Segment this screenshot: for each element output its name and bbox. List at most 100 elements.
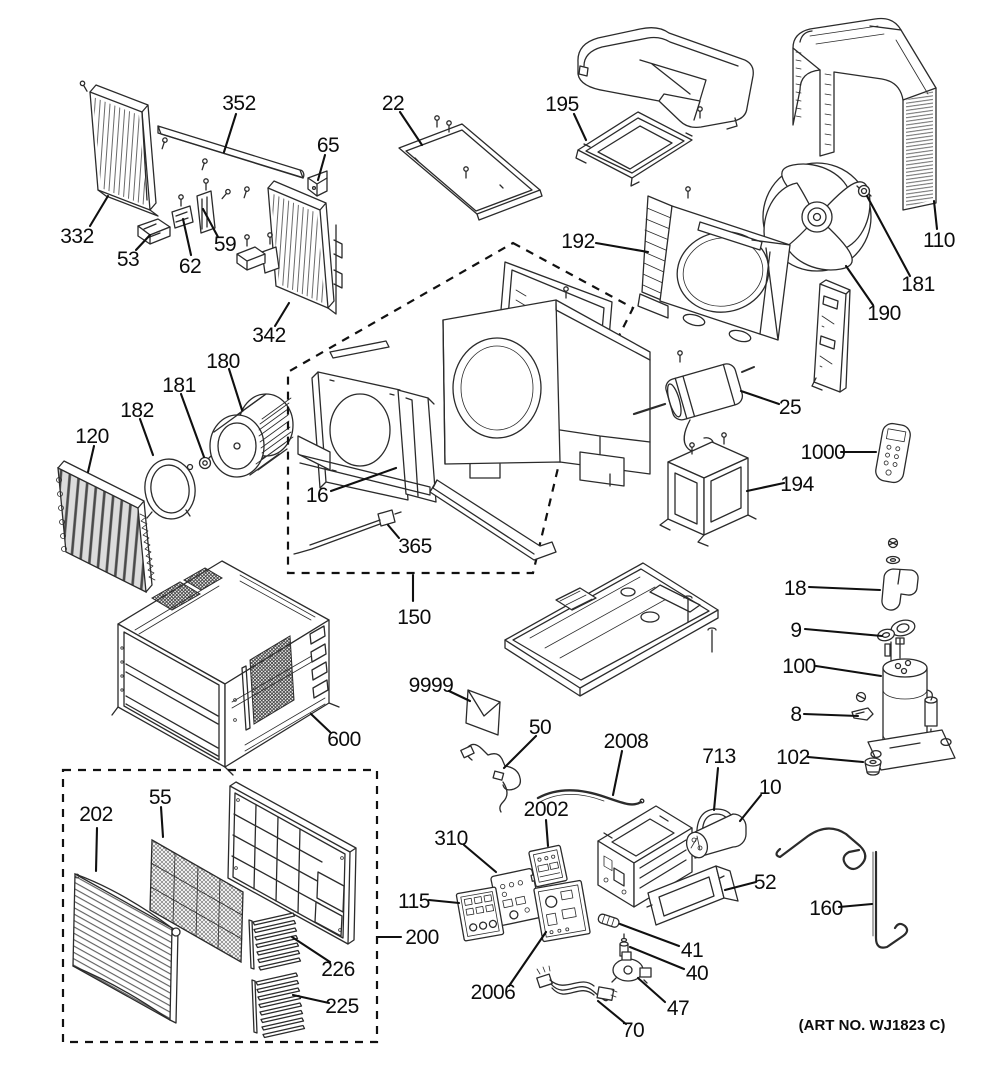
part-label-110: 110 [923,229,955,252]
part-label-225: 225 [325,995,359,1018]
part-label-713: 713 [702,745,736,768]
part-label-25: 25 [779,396,801,419]
part-label-65: 65 [317,134,339,157]
part-label-41: 41 [681,939,703,962]
tube-2008 [536,789,645,806]
part-label-2002: 2002 [524,798,569,821]
compressor-100 [867,637,956,771]
part-label-8: 8 [790,703,801,726]
clamp-181 [198,454,213,470]
part-label-102: 102 [776,746,810,769]
part-label-53: 53 [117,248,139,271]
part-label-50: 50 [529,716,551,739]
bracket-59 [196,178,232,234]
main-pcb-2006 [533,879,591,943]
part-label-55: 55 [149,786,171,809]
part-label-310: 310 [434,827,468,850]
part-label-9999: 9999 [409,674,454,697]
electrical-box [597,805,693,908]
channel-strip [329,340,390,359]
leader-lines [86,110,939,1026]
standoff-40 [619,933,629,957]
part-label-181-clamp: 181 [162,374,196,397]
part-label-40: 40 [686,962,708,985]
wire-harness-50 [460,743,522,813]
motor-25 [632,350,755,456]
motor-bracket-194 [659,432,757,547]
blower-wheel-180 [209,393,294,478]
front-assembly-dashed-box-200 [61,768,403,1044]
bracket-53 [137,218,171,245]
scroll-housing [442,299,651,487]
part-label-100: 100 [782,655,816,678]
part-label-18: 18 [784,577,806,600]
cover-molding [577,27,754,130]
wire-harness-70 [536,965,618,1002]
part-label-1000: 1000 [801,441,846,464]
part-label-181-fan: 181 [901,273,935,296]
part-label-62: 62 [179,255,201,278]
part-label-190: 190 [867,302,901,325]
art-number: (ART NO. WJ1823 C) [799,1017,946,1034]
top-cover-panel-22 [398,115,543,221]
part-label-226: 226 [321,958,355,981]
part-label-182: 182 [120,399,154,422]
part-label-52: 52 [754,871,776,894]
grommet-102 [864,757,882,776]
part-label-120: 120 [75,425,109,448]
air-filter-55 [149,838,244,964]
pcb-2002 [528,844,568,888]
terminal-cover-18 [881,568,919,611]
part-label-194: 194 [780,473,814,496]
fan-nut-181 [856,184,872,198]
part-label-2008: 2008 [604,730,649,753]
louver-stack-225 [251,972,306,1039]
part-label-200: 200 [405,926,439,949]
louver-stack-226 [248,912,302,971]
vent-motor-47 [611,951,652,984]
condenser-shroud-192 [637,186,791,343]
keypad-115 [455,886,505,942]
base-rail [429,479,557,561]
part-label-9: 9 [790,619,801,642]
part-label-10: 10 [759,776,781,799]
curtain-rail-352 [157,125,305,200]
part-label-600: 600 [327,728,361,751]
part-label-365: 365 [398,535,432,558]
part-label-2006: 2006 [471,981,516,1004]
part-label-47: 47 [667,997,689,1020]
part-label-70: 70 [622,1019,644,1042]
part-label-22: 22 [382,92,404,115]
front-grille-202 [72,872,181,1024]
base-pan [504,562,719,697]
side-curtain-342 [236,180,343,315]
bracket-62 [171,194,194,229]
display-bezel-52 [646,865,739,926]
fan-blade-190 [762,162,872,272]
part-label-115: 115 [398,890,430,913]
capacitor-10 [685,813,747,859]
terminal-gasket-9 [876,619,916,642]
part-label-59: 59 [214,233,236,256]
control-board-strip [811,279,851,393]
grille-frame [227,781,357,945]
parts-envelope-9999 [465,689,501,736]
thermostat-tube-160 [775,827,909,949]
part-label-352: 352 [222,92,256,115]
part-label-342: 342 [252,324,286,347]
capillary-365 [293,509,402,555]
control-panel-310 [490,868,544,926]
part-label-150: 150 [397,606,431,629]
part-label-180: 180 [206,350,240,373]
part-label-16: 16 [306,484,328,507]
part-label-192: 192 [561,230,595,253]
side-curtain-332 [78,79,159,217]
ring-gasket-182 [144,458,196,520]
cabinet-600 [111,560,340,776]
part-label-202: 202 [79,803,113,826]
remote-control-1000 [875,422,911,484]
spacer-41 [597,913,620,928]
compressor-bolt [885,537,901,565]
